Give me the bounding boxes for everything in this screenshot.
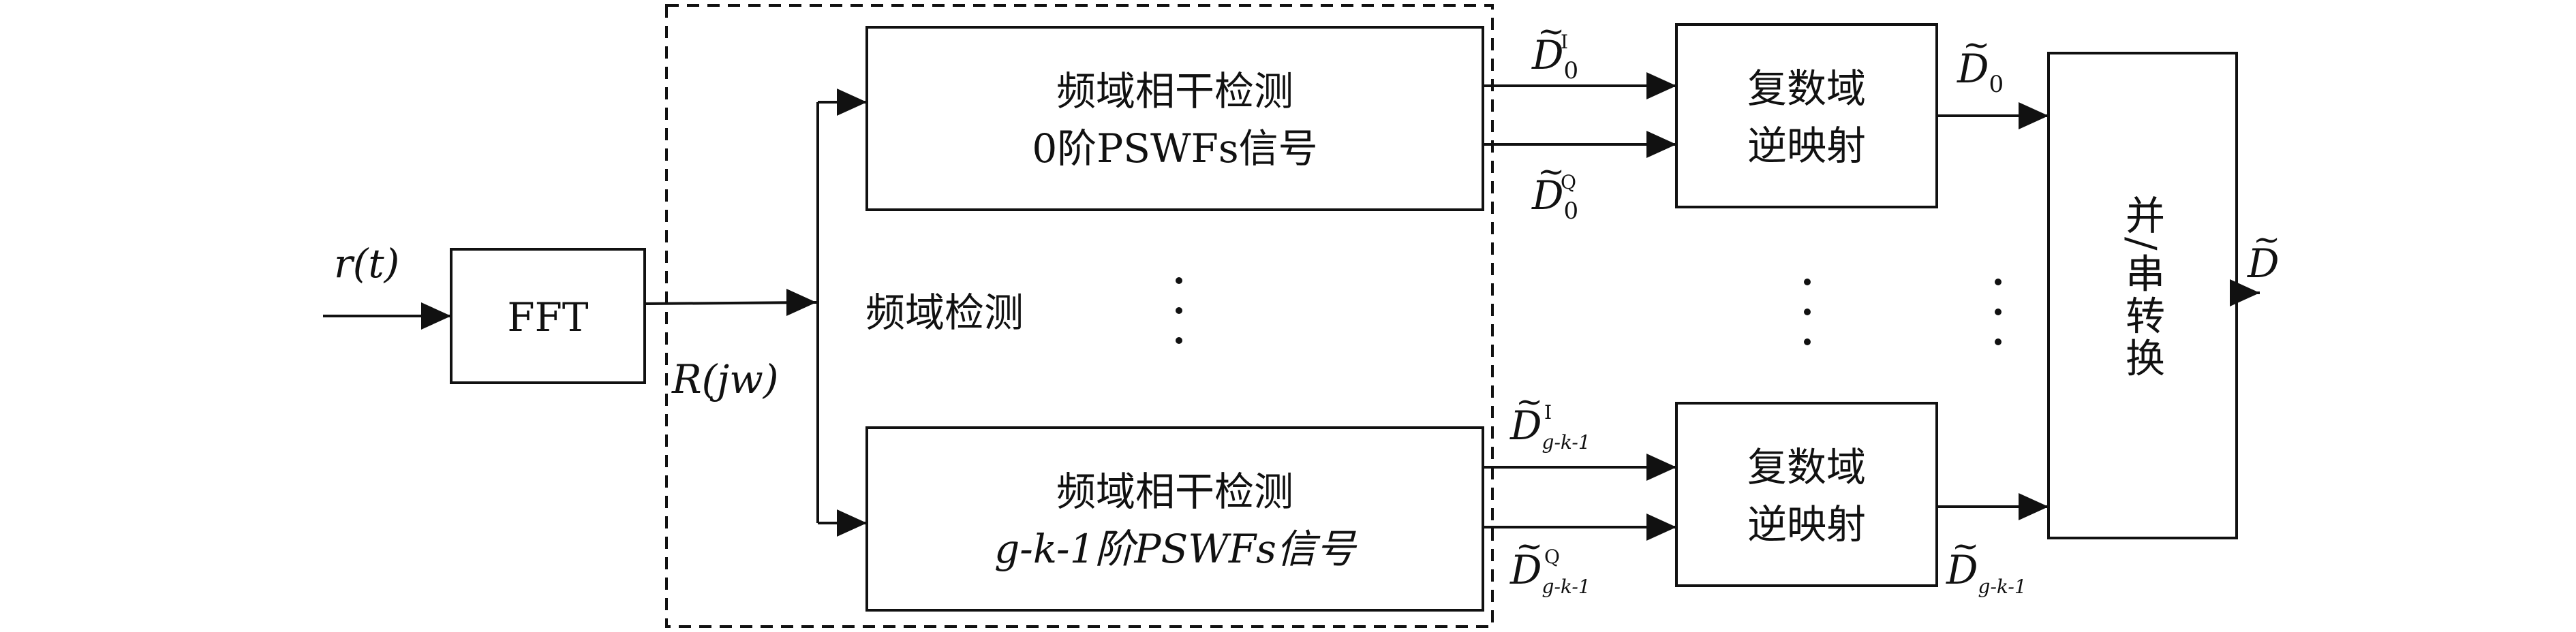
demapper-bottom-line1: 复数域 [1747,443,1867,490]
demapper-top-text: 复数域 逆映射 [1747,60,1866,174]
demapper-bottom-text: 复数域 逆映射 [1747,439,1866,553]
ellipsis-dots [1176,277,2002,345]
detector-bottom-line1: 频域相干检测 [1056,468,1294,515]
final-output-label: ~D [2248,221,2281,287]
detector-bottom-line2: g-k-1阶PSWFs信号 [994,526,1355,572]
detector-bottom-block [865,426,1484,612]
region-label: 频域检测 [865,289,1024,336]
detector-top-text: 频域相干检测 0阶PSWFs信号 [1032,63,1317,177]
demapper-top-line1: 复数域 [1747,65,1867,112]
bottom-q-label: ~Dg-k-1 Q [1510,527,1591,598]
bottom-output-label: ~Dg-k-1 [1946,527,2027,598]
detector-top-block [865,26,1484,211]
parallel-serial-label: 并/串转换 [2119,195,2165,380]
input-signal-text: r(t) [334,240,400,287]
detection-region-frame [665,4,1494,628]
fft-output-label: R(jw) [672,360,779,399]
top-q-label: ~D0 Q [1532,153,1579,225]
top-i-label: ~D0 I [1532,12,1579,84]
fft-output-text: R(jw) [672,356,779,402]
bottom-i-label: ~Dg-k-1 I [1510,383,1591,454]
detector-top-line2: 0阶PSWFs信号 [1032,125,1318,172]
detector-bottom-text: 频域相干检测 g-k-1阶PSWFs信号 [994,463,1355,578]
demapper-bottom-block [1675,402,1938,587]
demapper-top-line2: 逆映射 [1747,123,1867,169]
fft-label: FFT [507,294,589,341]
demapper-bottom-line2: 逆映射 [1747,501,1867,548]
detector-top-line1: 频域相干检测 [1056,67,1294,114]
input-signal-label: r(t) [334,244,399,283]
top-output-label: ~D0 [1957,26,2004,98]
